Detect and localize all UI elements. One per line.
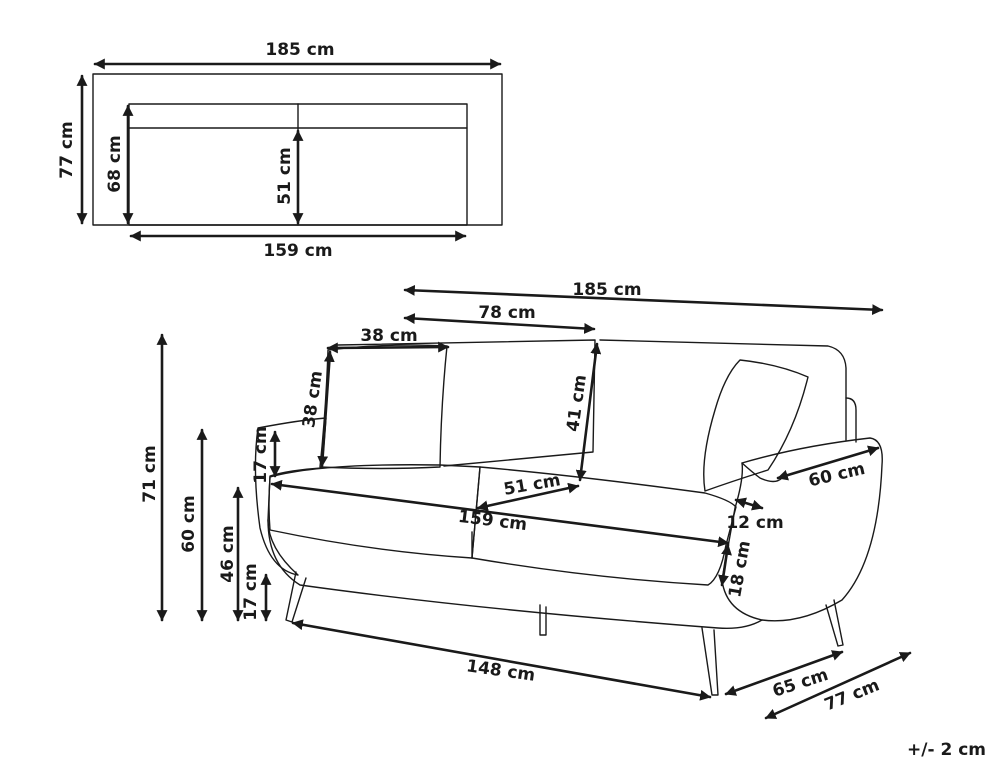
label-cushion-width: 38 cm [360, 326, 417, 346]
label-armrest-above-seat: 17 cm [251, 426, 271, 483]
leg-back-mid [539, 604, 547, 636]
label-front-seat-width: 159 cm [263, 241, 332, 261]
dim-seat-cushion-thickness [718, 543, 732, 587]
label-cushion-height: 38 cm [299, 370, 327, 430]
leg-front-left [285, 571, 307, 623]
label-seat-cushion-thickness: 18 cm [725, 539, 755, 599]
perspective-view: 185 cm 78 cm 38 cm 38 cm 41 cm 51 cm 159… [140, 280, 912, 720]
label-front-upper: 51 cm [275, 147, 295, 204]
sofa-back-right [599, 339, 847, 441]
label-overall-depth: 77 cm [822, 675, 883, 715]
front-view: 185 cm 77 cm 68 cm 51 cm 159 cm [57, 40, 503, 261]
label-seat-width: 159 cm [457, 507, 528, 535]
sofa-back-side [845, 397, 857, 443]
dim-overall-width [403, 284, 884, 316]
tolerance-note: +/- 2 cm [907, 740, 986, 760]
dim-back-width [403, 313, 596, 334]
sofa-base [267, 519, 763, 630]
sofa-back-left [337, 339, 596, 467]
label-armrest-width: 60 cm [807, 459, 867, 491]
label-back-width: 78 cm [478, 303, 535, 323]
right-cushion [703, 359, 809, 492]
leg-front-right [701, 627, 719, 696]
dim-armrest-width [776, 445, 880, 481]
dim-cushion-height [317, 350, 335, 468]
front-view-dimension-lines [76, 58, 502, 242]
label-front-height: 77 cm [57, 121, 77, 178]
label-leg-height: 17 cm [241, 563, 261, 620]
dim-seat-width [270, 479, 730, 548]
label-front-backrest: 68 cm [105, 135, 125, 192]
label-base-width: 148 cm [465, 656, 536, 685]
leg-back-right [825, 599, 844, 647]
dim-base-width [291, 619, 712, 701]
label-seat-height: 46 cm [218, 525, 238, 582]
label-overall-width: 185 cm [572, 280, 641, 300]
dim-cushion-width [326, 341, 450, 354]
dim-overall-depth [764, 651, 912, 720]
dim-armrest-thickness [734, 497, 764, 511]
left-cushion [319, 344, 448, 470]
label-armrest-height: 60 cm [179, 495, 199, 552]
left-seat-cushion [268, 464, 481, 559]
dim-back-height [575, 342, 602, 482]
label-overall-height: 71 cm [140, 445, 160, 502]
perspective-dimension-lines [156, 284, 912, 720]
label-armrest-thickness: 12 cm [726, 513, 783, 533]
label-front-width: 185 cm [265, 40, 334, 60]
